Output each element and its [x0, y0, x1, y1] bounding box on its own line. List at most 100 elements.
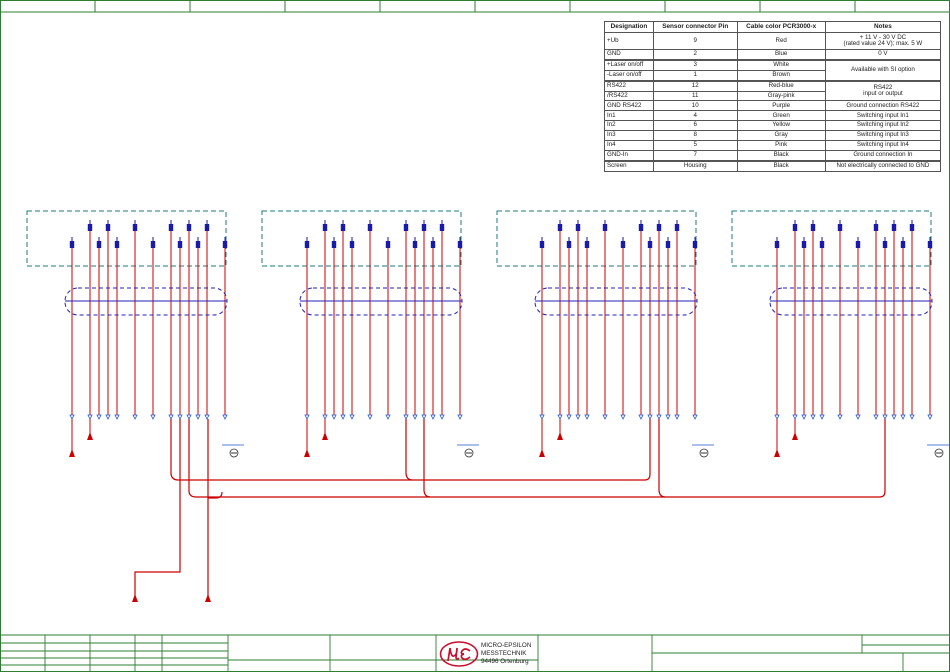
header-designation: Designation	[604, 21, 654, 33]
connector-pin	[421, 224, 427, 231]
cell-designation: In3	[604, 130, 654, 142]
terminal	[665, 414, 671, 420]
cell-color: Black	[736, 149, 826, 162]
cell-color: Green	[736, 110, 826, 122]
cell-designation: In1	[604, 110, 654, 122]
cell-notes: Not electrically connected to GND	[824, 159, 942, 172]
bus-wires	[132, 419, 886, 602]
cell-notes: Switching input In2	[824, 120, 942, 132]
cell-pin: 5	[652, 140, 738, 151]
cell-designation: In4	[604, 140, 654, 151]
micro-epsilon-logo	[439, 641, 479, 667]
output-arrow	[132, 594, 138, 602]
connector-pin	[575, 224, 581, 231]
output-arrow	[205, 594, 211, 602]
terminal	[647, 414, 653, 420]
terminal	[322, 414, 328, 420]
sensor-housing	[731, 210, 932, 267]
connector-pin	[304, 241, 310, 248]
terminal	[168, 414, 174, 420]
terminal	[909, 414, 915, 420]
cell-color: Gray	[736, 130, 826, 142]
terminal	[132, 414, 138, 420]
cell-notes: Ground connection RS422	[824, 100, 942, 112]
cell-designation: GND-In	[604, 149, 654, 162]
output-arrow	[557, 432, 563, 440]
connector-pin	[837, 224, 843, 231]
cell-pin: 1	[652, 69, 738, 82]
connector-pin	[69, 241, 75, 248]
cell-pin: 11	[652, 90, 738, 102]
connector-pin	[331, 241, 337, 248]
connector-pin	[819, 241, 825, 248]
terminal	[304, 414, 310, 420]
note-line: Switching input In1	[856, 111, 909, 119]
bus-wire	[208, 491, 223, 499]
connector-pin	[647, 241, 653, 248]
connector-pin	[105, 224, 111, 231]
terminal	[855, 414, 861, 420]
cell-pin: Housing	[652, 159, 738, 172]
cell-designation: In2	[604, 120, 654, 132]
terminal	[385, 414, 391, 420]
connector-pin	[195, 241, 201, 248]
terminal	[340, 414, 346, 420]
cell-pin: 6	[652, 120, 738, 132]
connector-pin	[457, 241, 463, 248]
note-line: (rated value 24 V); max. 5 W	[843, 40, 923, 47]
terminal	[810, 414, 816, 420]
ground-icon	[934, 448, 944, 458]
cell-notes: Available with SI option	[824, 58, 942, 82]
terminal	[222, 414, 228, 420]
cell-pin: 8	[652, 130, 738, 142]
connector-pin	[873, 224, 879, 231]
cell-notes: 0 V	[824, 48, 942, 61]
connector-pin	[774, 241, 780, 248]
output-arrow	[322, 432, 328, 440]
note-line: Switching input In2	[856, 121, 909, 129]
bus-wire	[188, 419, 886, 498]
header-pin: Sensor connector Pin	[652, 21, 738, 33]
cell-color: Red	[736, 32, 826, 50]
cell-color: Yellow	[736, 120, 826, 132]
terminal	[819, 414, 825, 420]
terminal	[557, 414, 563, 420]
terminal	[900, 414, 906, 420]
table-header-row: Designation Sensor connector Pin Cable c…	[604, 21, 942, 33]
connector-pin	[539, 241, 545, 248]
connector-pin	[186, 224, 192, 231]
terminal	[186, 414, 192, 420]
connector-pin	[87, 224, 93, 231]
terminal	[367, 414, 373, 420]
cell-notes: Switching input In3	[824, 130, 942, 142]
terminal	[837, 414, 843, 420]
terminal	[891, 414, 897, 420]
terminal	[114, 414, 120, 420]
note-line: Switching input In4	[856, 141, 909, 149]
note-line: RS422	[873, 83, 893, 91]
terminal	[575, 414, 581, 420]
ground-icon	[699, 448, 709, 458]
connector-pin	[367, 224, 373, 231]
ground-icon	[229, 448, 239, 458]
connector-pin	[96, 241, 102, 248]
bus-wire	[658, 419, 666, 498]
terminal	[195, 414, 201, 420]
note-line: Ground connection In	[853, 151, 913, 159]
terminal	[674, 414, 680, 420]
sensor-unit	[731, 210, 949, 458]
connector-pin	[439, 224, 445, 231]
terminal	[457, 414, 463, 420]
ground-icon	[464, 448, 474, 458]
connector-pin	[557, 224, 563, 231]
terminal	[882, 414, 888, 420]
company-address: MICRO-EPSILON MESSTECHNIK 94496 Ortenbur…	[481, 642, 531, 667]
terminal	[602, 414, 608, 420]
terminal	[801, 414, 807, 420]
connector-pin	[340, 224, 346, 231]
